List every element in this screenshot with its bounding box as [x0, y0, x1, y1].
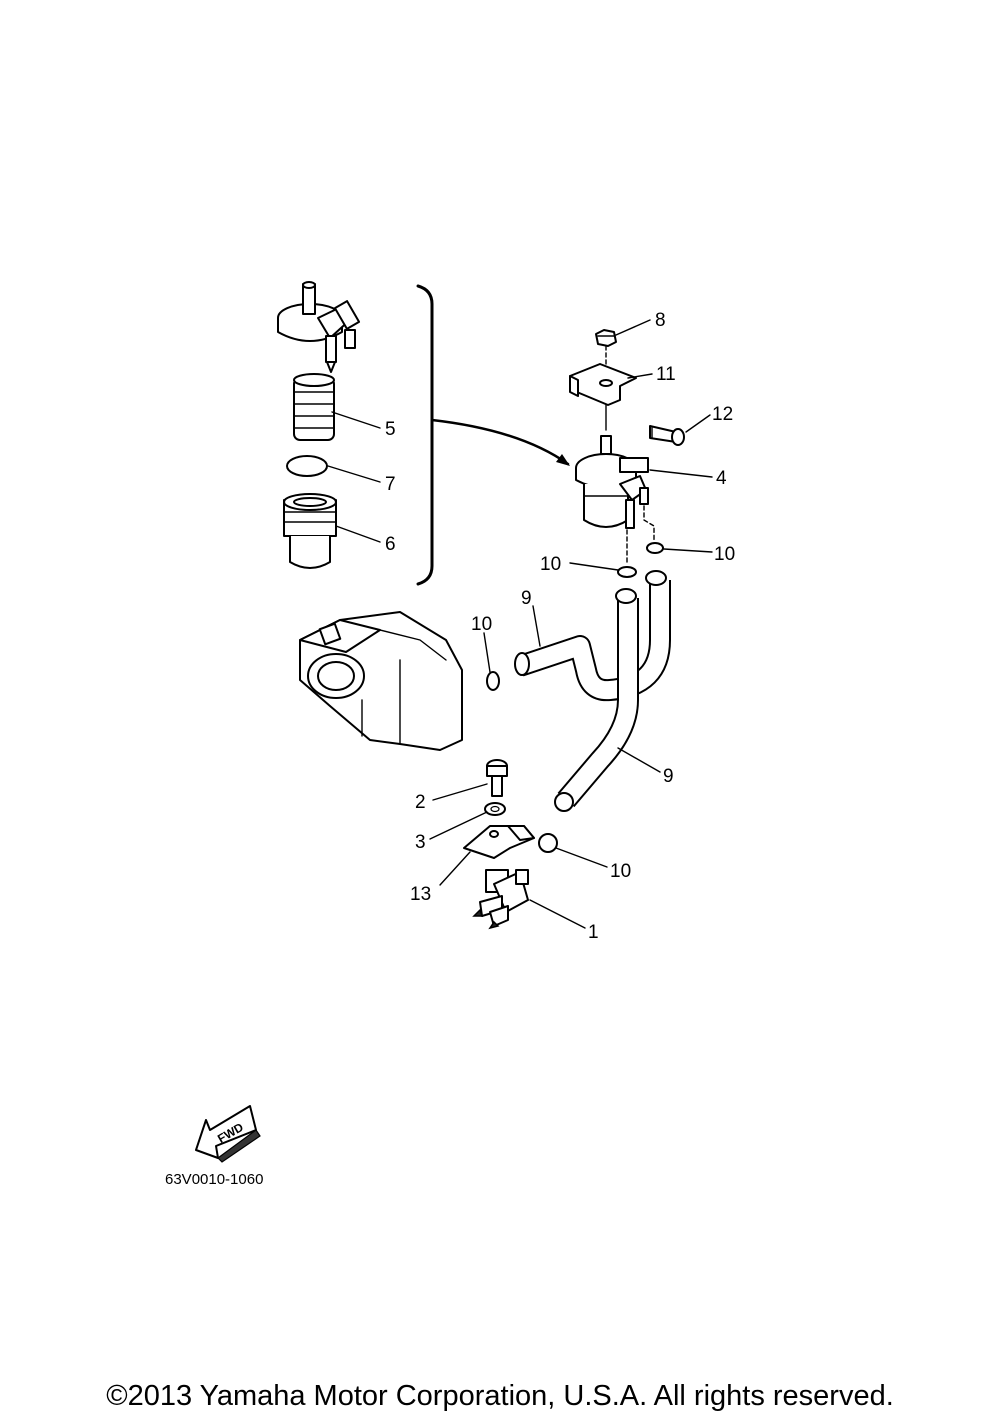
fuel-hose-lower — [554, 588, 639, 812]
fuel-hose-upper — [514, 570, 671, 702]
callout-12: 12 — [712, 404, 733, 425]
callout-10-left: 10 — [540, 554, 561, 575]
copyright-notice: ©2013 Yamaha Motor Corporation, U.S.A. A… — [106, 1380, 894, 1412]
screw — [486, 759, 508, 797]
callout-5: 5 — [385, 419, 396, 440]
clip-lower — [538, 833, 558, 853]
callout-10-carb: 10 — [471, 614, 492, 635]
filter-bracket — [569, 363, 637, 406]
clip-carb — [486, 671, 500, 691]
callout-6: 6 — [385, 534, 396, 555]
carburetor — [299, 611, 463, 751]
fuel-filter-head-exploded — [277, 281, 361, 373]
callout-3: 3 — [415, 832, 426, 853]
callout-7: 7 — [385, 474, 396, 495]
callout-11: 11 — [656, 364, 676, 385]
plate-bracket — [463, 825, 535, 859]
callout-13: 13 — [410, 884, 431, 905]
assembly-arrow — [430, 418, 570, 466]
fuel-joint — [472, 869, 529, 930]
callout-9-lower: 9 — [663, 766, 674, 787]
filter-element — [293, 373, 335, 441]
leader-lines — [327, 319, 713, 929]
filter-cup — [283, 493, 337, 569]
callout-10-lower: 10 — [610, 861, 631, 882]
fwd-arrow-icon: FWD — [195, 1105, 261, 1163]
bolt — [649, 425, 685, 446]
callout-2: 2 — [415, 792, 426, 813]
fuel-filter-assembly — [575, 435, 649, 529]
nut — [595, 329, 617, 347]
diagram-code: 63V0010-1060 — [165, 1171, 263, 1188]
callout-8: 8 — [655, 310, 666, 331]
callout-1: 1 — [588, 922, 599, 943]
callout-9-upper: 9 — [521, 588, 532, 609]
callout-10-right: 10 — [714, 544, 735, 565]
clip-top-right — [646, 542, 664, 554]
group-bracket — [416, 284, 434, 586]
callout-4: 4 — [716, 468, 727, 489]
o-ring — [286, 455, 328, 477]
clip-top-left — [617, 566, 637, 578]
